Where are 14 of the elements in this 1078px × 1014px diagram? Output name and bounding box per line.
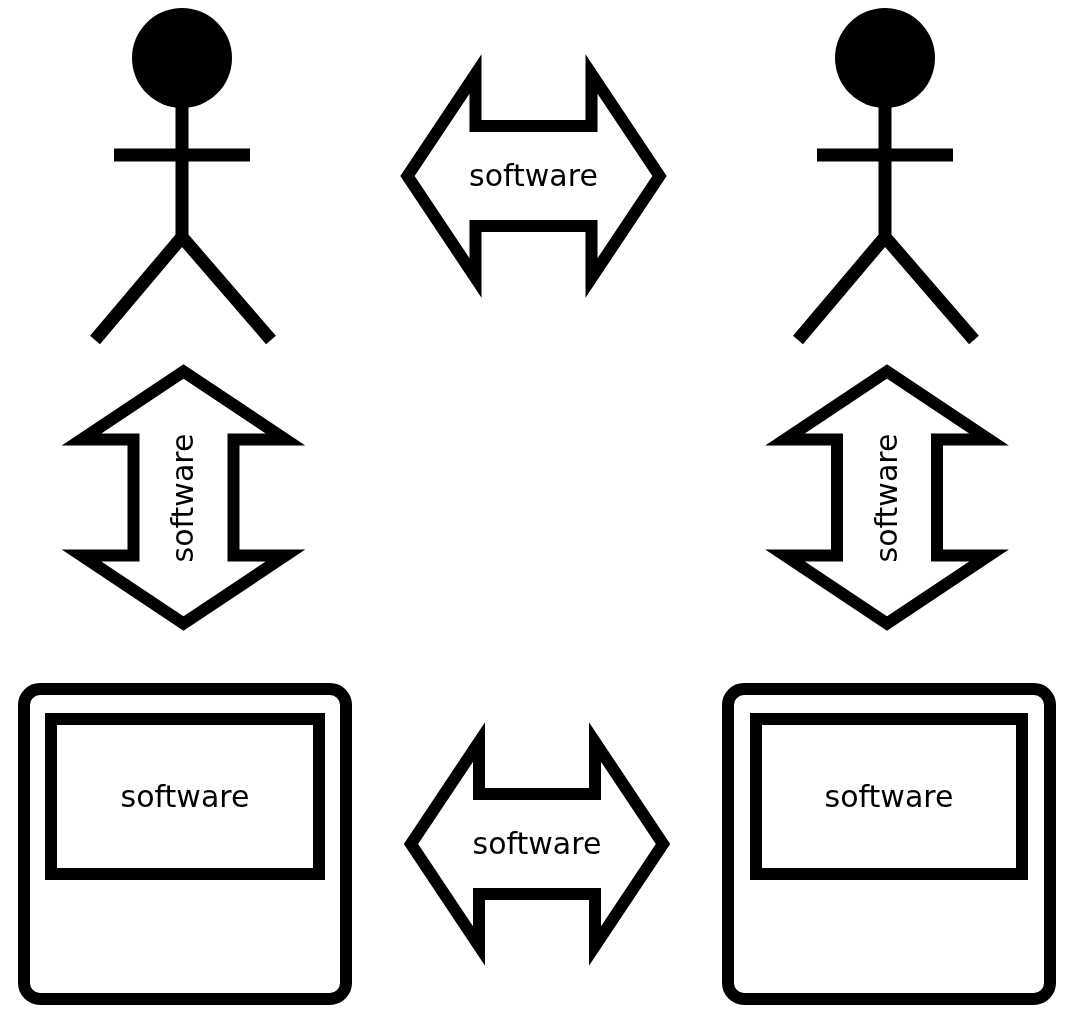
- computer-drawing: [722, 683, 1056, 1005]
- double-arrow: [61, 364, 306, 631]
- computer-screen: software: [750, 713, 1028, 880]
- person-figure: [790, 6, 980, 346]
- edge-label: software: [871, 433, 902, 562]
- edge-label: software: [469, 161, 598, 191]
- edge-label: software: [168, 433, 199, 562]
- computer-screen: software: [45, 713, 325, 880]
- person-figure: [87, 6, 277, 346]
- edge-label: software: [472, 829, 602, 859]
- computer-drawing: [18, 683, 352, 1005]
- double-arrow: [765, 364, 1009, 631]
- double-arrow: [400, 54, 667, 298]
- double-arrow: [403, 722, 671, 966]
